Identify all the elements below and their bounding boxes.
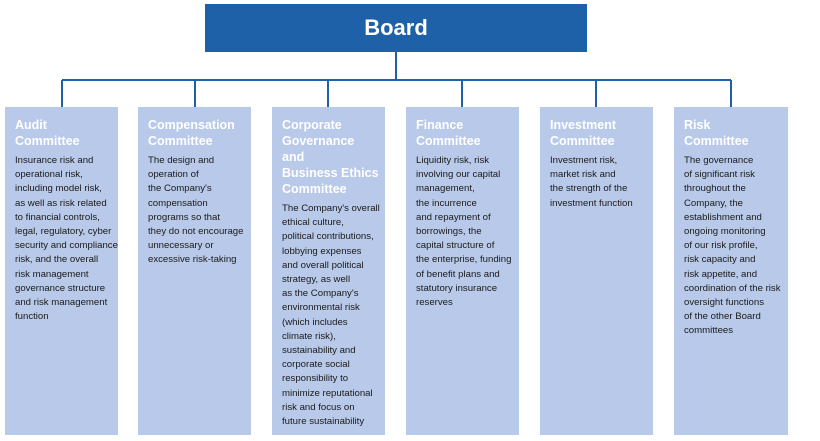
- desc-line: unnecessary or: [148, 240, 214, 252]
- committee-title: Investment Committee: [550, 117, 647, 149]
- desc-line: management,: [416, 183, 475, 195]
- committee-title: Finance Committee: [416, 117, 513, 149]
- desc-line: investment function: [550, 197, 633, 209]
- committee-description: Insurance risk and operational risk, inc…: [15, 154, 118, 324]
- desc-line: as the Company's: [282, 288, 359, 300]
- desc-line: (which includes: [282, 316, 348, 328]
- desc-line: operation of: [148, 169, 199, 181]
- desc-line: market risk and: [550, 169, 616, 181]
- desc-line: risk management: [15, 268, 89, 280]
- committee-investment: Investment Committee Investment risk, ma…: [540, 107, 653, 435]
- desc-line: to financial controls,: [15, 211, 100, 223]
- desc-line: of significant risk: [684, 169, 755, 181]
- desc-line: and risk management: [15, 297, 108, 309]
- desc-line: oversight functions: [684, 297, 764, 309]
- desc-line: corporate social: [282, 359, 350, 371]
- desc-line: including model risk,: [15, 183, 102, 195]
- title-line: Committee: [550, 134, 615, 148]
- committee-description: Liquidity risk, risk involving our capit…: [416, 154, 513, 310]
- desc-line: of the other Board: [684, 311, 761, 323]
- desc-line: The design and: [148, 155, 215, 166]
- committee-risk: Risk Committee The governance of signifi…: [674, 107, 788, 435]
- desc-line: compensation: [148, 197, 208, 209]
- desc-line: responsibility to: [282, 373, 349, 385]
- desc-line: the strength of the: [550, 183, 628, 195]
- desc-line: risk appetite, and: [684, 268, 758, 280]
- title-line: Governance and: [282, 134, 355, 164]
- desc-line: risk capacity and: [684, 254, 756, 266]
- committee-title: Risk Committee: [684, 117, 782, 149]
- desc-line: excessive risk-taking: [148, 254, 237, 266]
- desc-line: climate risk),: [282, 330, 336, 342]
- title-line: Committee: [148, 134, 213, 148]
- desc-line: sustainability and: [282, 345, 356, 357]
- desc-line: and repayment of: [416, 211, 491, 223]
- desc-line: programs so that: [148, 211, 220, 223]
- desc-line: political contributions,: [282, 231, 374, 243]
- desc-line: throughout the: [684, 183, 746, 195]
- desc-line: future sustainability: [282, 416, 365, 428]
- title-line: Audit: [15, 118, 47, 132]
- committee-description: The design and operation of the Company'…: [148, 154, 245, 268]
- committee-description: The governance of significant risk throu…: [684, 154, 782, 339]
- committee-title: Corporate Governance and Business Ethics…: [282, 117, 379, 197]
- committee-title: Compensation Committee: [148, 117, 245, 149]
- desc-line: committees: [684, 325, 734, 337]
- desc-line: coordination of the risk: [684, 282, 781, 294]
- desc-line: and overall political: [282, 259, 364, 271]
- desc-line: minimize reputational: [282, 387, 373, 399]
- title-line: Committee: [282, 182, 347, 196]
- title-line: Committee: [15, 134, 80, 148]
- desc-line: Liquidity risk, risk: [416, 155, 490, 166]
- committee-audit: Audit Committee Insurance risk and opera…: [5, 107, 118, 435]
- desc-line: The Company's overall: [282, 203, 380, 214]
- committee-finance: Finance Committee Liquidity risk, risk i…: [406, 107, 519, 435]
- desc-line: Company, the: [684, 197, 744, 209]
- desc-line: The governance: [684, 155, 754, 166]
- desc-line: the enterprise, funding: [416, 254, 512, 266]
- desc-line: as well as risk related: [15, 197, 107, 209]
- title-line: Committee: [416, 134, 481, 148]
- committee-description: The Company's overall ethical culture, p…: [282, 202, 380, 429]
- board-box: Board: [205, 4, 587, 52]
- desc-line: they do not encourage: [148, 226, 244, 238]
- desc-line: capital structure of: [416, 240, 495, 252]
- title-line: Compensation: [148, 118, 235, 132]
- desc-line: lobbying expenses: [282, 245, 362, 257]
- desc-line: involving our capital: [416, 169, 501, 181]
- title-line: Risk: [684, 118, 711, 132]
- desc-line: the incurrence: [416, 197, 477, 209]
- desc-line: reserves: [416, 297, 453, 309]
- title-line: Investment: [550, 118, 616, 132]
- desc-line: statutory insurance: [416, 282, 498, 294]
- committee-title: Audit Committee: [15, 117, 112, 149]
- desc-line: Insurance risk and: [15, 155, 94, 166]
- desc-line: borrowings, the: [416, 226, 482, 238]
- desc-line: operational risk,: [15, 169, 83, 181]
- desc-line: establishment and: [684, 211, 762, 223]
- desc-line: risk and focus on: [282, 401, 355, 413]
- committee-corporate-governance: Corporate Governance and Business Ethics…: [272, 107, 385, 435]
- desc-line: governance structure: [15, 282, 106, 294]
- committee-description: Investment risk, market risk and the str…: [550, 154, 647, 211]
- desc-line: ethical culture,: [282, 217, 344, 229]
- desc-line: legal, regulatory, cyber: [15, 226, 112, 238]
- desc-line: of our risk profile,: [684, 240, 758, 252]
- desc-line: function: [15, 311, 49, 323]
- desc-line: Investment risk,: [550, 155, 618, 166]
- desc-line: risk, and the overall: [15, 254, 99, 266]
- title-line: Committee: [684, 134, 749, 148]
- desc-line: the Company's: [148, 183, 212, 195]
- title-line: Finance: [416, 118, 464, 132]
- desc-line: strategy, as well: [282, 274, 351, 286]
- desc-line: of benefit plans and: [416, 268, 500, 280]
- committee-compensation: Compensation Committee The design and op…: [138, 107, 251, 435]
- board-label: Board: [364, 15, 428, 40]
- title-line: Business Ethics: [282, 166, 379, 180]
- desc-line: environmental risk: [282, 302, 360, 314]
- desc-line: security and compliance: [15, 240, 118, 252]
- desc-line: ongoing monitoring: [684, 226, 766, 238]
- title-line: Corporate: [282, 118, 342, 132]
